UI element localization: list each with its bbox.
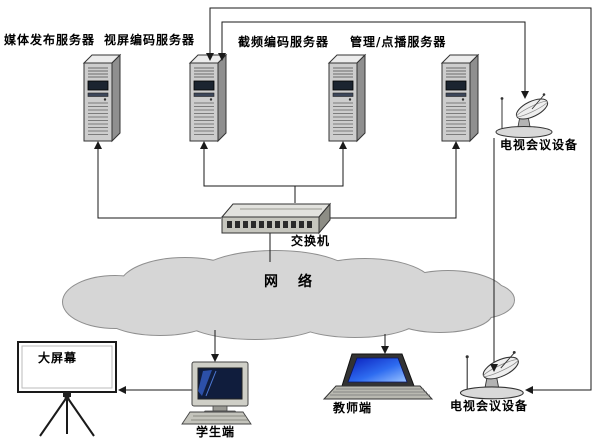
arrowhead <box>525 386 533 394</box>
label-network: 网 络 <box>264 274 315 290</box>
arrowhead <box>118 386 126 394</box>
server-tower-media-icon <box>83 54 121 142</box>
arrowhead <box>521 91 529 99</box>
link-vcbottom-to-video-server <box>209 7 592 391</box>
arrowheads <box>94 53 533 394</box>
link-bus-to-video-server <box>203 149 295 187</box>
laptop-icon <box>322 353 434 400</box>
link-vctop-to-video-server <box>221 21 526 91</box>
server-tower-mgmt-icon <box>441 54 479 142</box>
arrowhead <box>381 346 389 354</box>
satellite-dish-bottom-icon <box>459 350 524 400</box>
label-student-terminal: 学生端 <box>196 425 236 439</box>
label-teacher-terminal: 教师端 <box>333 401 373 415</box>
arrowhead <box>452 141 460 149</box>
label-capture-encode-server: 截频编码服务器 <box>238 35 330 49</box>
label-mgmt-vod-server: 管理/点播服务器 <box>350 35 447 49</box>
network-cloud-icon <box>62 250 515 340</box>
satellite-dish-top-icon <box>495 92 553 138</box>
arrowhead <box>218 53 226 61</box>
arrowhead <box>211 354 219 362</box>
label-media-server: 媒体发布服务器 <box>4 33 96 47</box>
arrowhead <box>339 141 347 149</box>
label-big-screen: 大屏幕 <box>38 351 78 365</box>
arrowhead <box>200 141 208 149</box>
link-bus-to-capture-server <box>295 149 344 187</box>
link-switch-to-media-server <box>97 149 221 219</box>
arrowhead <box>490 364 498 372</box>
arrowhead <box>94 141 102 149</box>
label-vc-equipment-bottom: 电视会议设备 <box>450 399 529 413</box>
connector-lines <box>97 7 592 391</box>
arrowhead <box>206 53 214 61</box>
network-switch-icon <box>220 202 332 235</box>
label-video-encode-server: 视屏编码服务器 <box>104 33 196 47</box>
desktop-computer-icon <box>181 361 252 425</box>
label-switch: 交换机 <box>291 234 331 248</box>
server-tower-video-icon <box>189 54 227 142</box>
label-vc-equipment-top: 电视会议设备 <box>500 138 579 152</box>
server-tower-capture-icon <box>328 54 366 142</box>
projector-screen-icon <box>17 341 117 437</box>
link-switch-to-mgmt-server <box>330 149 457 219</box>
